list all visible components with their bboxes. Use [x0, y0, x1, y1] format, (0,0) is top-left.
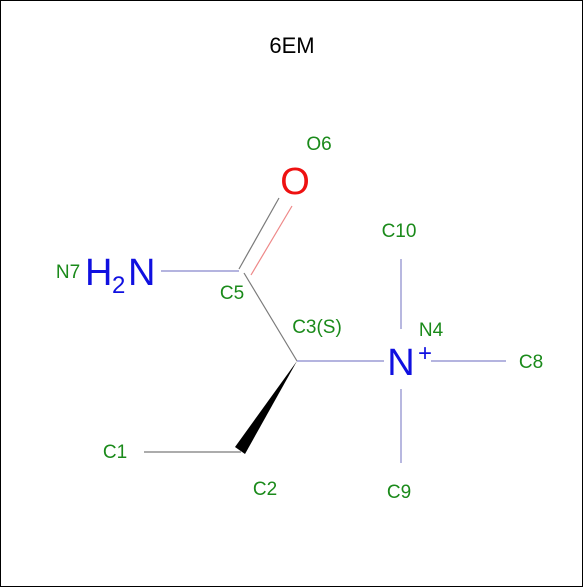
atom-label-o6: O6: [306, 134, 331, 155]
atom-label-n7: N7: [56, 262, 80, 283]
bond-c5-o6-a: [238, 197, 280, 270]
bond-c5-c3: [243, 272, 298, 362]
molecule-title: 6EM: [269, 33, 314, 58]
atom-symbol-oxygen: O: [280, 161, 310, 203]
atom-label-c9: C9: [387, 482, 411, 503]
bond-c5-o6-b: [250, 205, 293, 276]
atom-label-c5: C5: [220, 283, 244, 304]
atom-label-c1: C1: [103, 442, 127, 463]
atom-symbol-nitrogen-ammonium: N: [387, 342, 414, 384]
atom-symbol-hydrogen: H: [85, 252, 112, 294]
wedge-bond-c3-c2: [235, 361, 297, 454]
atom-label-n4: N4: [419, 320, 444, 341]
atom-label-c2: C2: [253, 479, 277, 500]
atom-label-c3: C3(S): [292, 317, 342, 338]
atom-symbol-nitrogen-amide: N: [128, 252, 155, 294]
atom-label-c10: C10: [382, 221, 417, 242]
atom-charge-plus: +: [418, 340, 432, 367]
atom-hydrogen-count: 2: [112, 272, 125, 299]
atom-label-c8: C8: [519, 352, 543, 373]
